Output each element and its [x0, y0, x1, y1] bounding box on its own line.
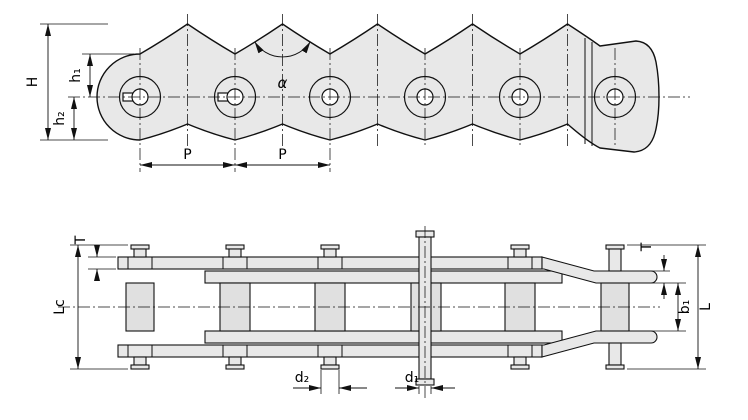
side-view: H h₁ h₂ P P α	[25, 14, 690, 172]
plate-edge-ticks	[127, 257, 533, 357]
dim-alpha: α	[254, 41, 311, 92]
angle-arc	[254, 41, 311, 58]
pin-cap	[510, 244, 530, 250]
dim-P: P P	[140, 147, 330, 168]
pin-end	[323, 356, 337, 366]
pin-cap	[130, 244, 150, 250]
pin-end	[513, 356, 527, 366]
pin-cap	[510, 364, 530, 370]
inner-plate-top	[204, 270, 563, 284]
pin-cap	[130, 364, 150, 370]
dim-label-b1: b₁	[677, 300, 693, 315]
inner-plate-bottom	[204, 330, 563, 344]
dim-d1: d₁	[395, 370, 455, 394]
dim-L: L	[627, 244, 714, 370]
dim-label-d1: d₁	[405, 370, 420, 386]
pin-end	[228, 248, 242, 258]
dim-label-H: H	[25, 77, 41, 88]
pin-cap	[225, 364, 245, 370]
dim-b1: b₁	[645, 282, 693, 332]
pin-cap	[605, 364, 625, 370]
dim-label-P-right: P	[278, 147, 286, 163]
pin-end	[513, 248, 527, 258]
pin-assembly	[130, 230, 625, 386]
chain-plate-outline	[96, 23, 660, 153]
pin-end	[608, 248, 622, 272]
pin-cap	[605, 244, 625, 250]
pin-cap	[320, 244, 340, 250]
dim-d2: d₂	[293, 370, 367, 394]
outer-plate-top	[117, 256, 543, 270]
pin-end	[133, 248, 147, 258]
dim-label-h2: h₂	[52, 111, 68, 126]
pin-end	[133, 356, 147, 366]
dim-label-T-left: T	[73, 235, 89, 245]
pin-cap	[225, 244, 245, 250]
dim-T-right: T	[639, 242, 670, 299]
dim-label-alpha: α	[278, 74, 288, 92]
outer-plate-bottom	[117, 344, 543, 358]
center-lines	[68, 14, 690, 172]
pin-cap	[320, 364, 340, 370]
pin-end	[608, 342, 622, 366]
dim-Lc: Lc	[52, 244, 128, 370]
dim-T-left: T	[73, 235, 116, 281]
plan-view: T Lc d₂ d₁ T	[52, 226, 714, 398]
dim-label-P-left: P	[183, 147, 191, 163]
dim-label-L: L	[698, 303, 714, 311]
pin-end	[323, 248, 337, 258]
dim-label-d2: d₂	[295, 370, 310, 386]
dim-h2: h₂	[52, 97, 77, 140]
dim-label-Lc: Lc	[52, 299, 68, 315]
dim-label-h1: h₁	[68, 68, 84, 83]
pin-end	[228, 356, 242, 366]
dim-h1: h₁	[68, 53, 134, 97]
dim-label-T-right: T	[639, 242, 655, 252]
